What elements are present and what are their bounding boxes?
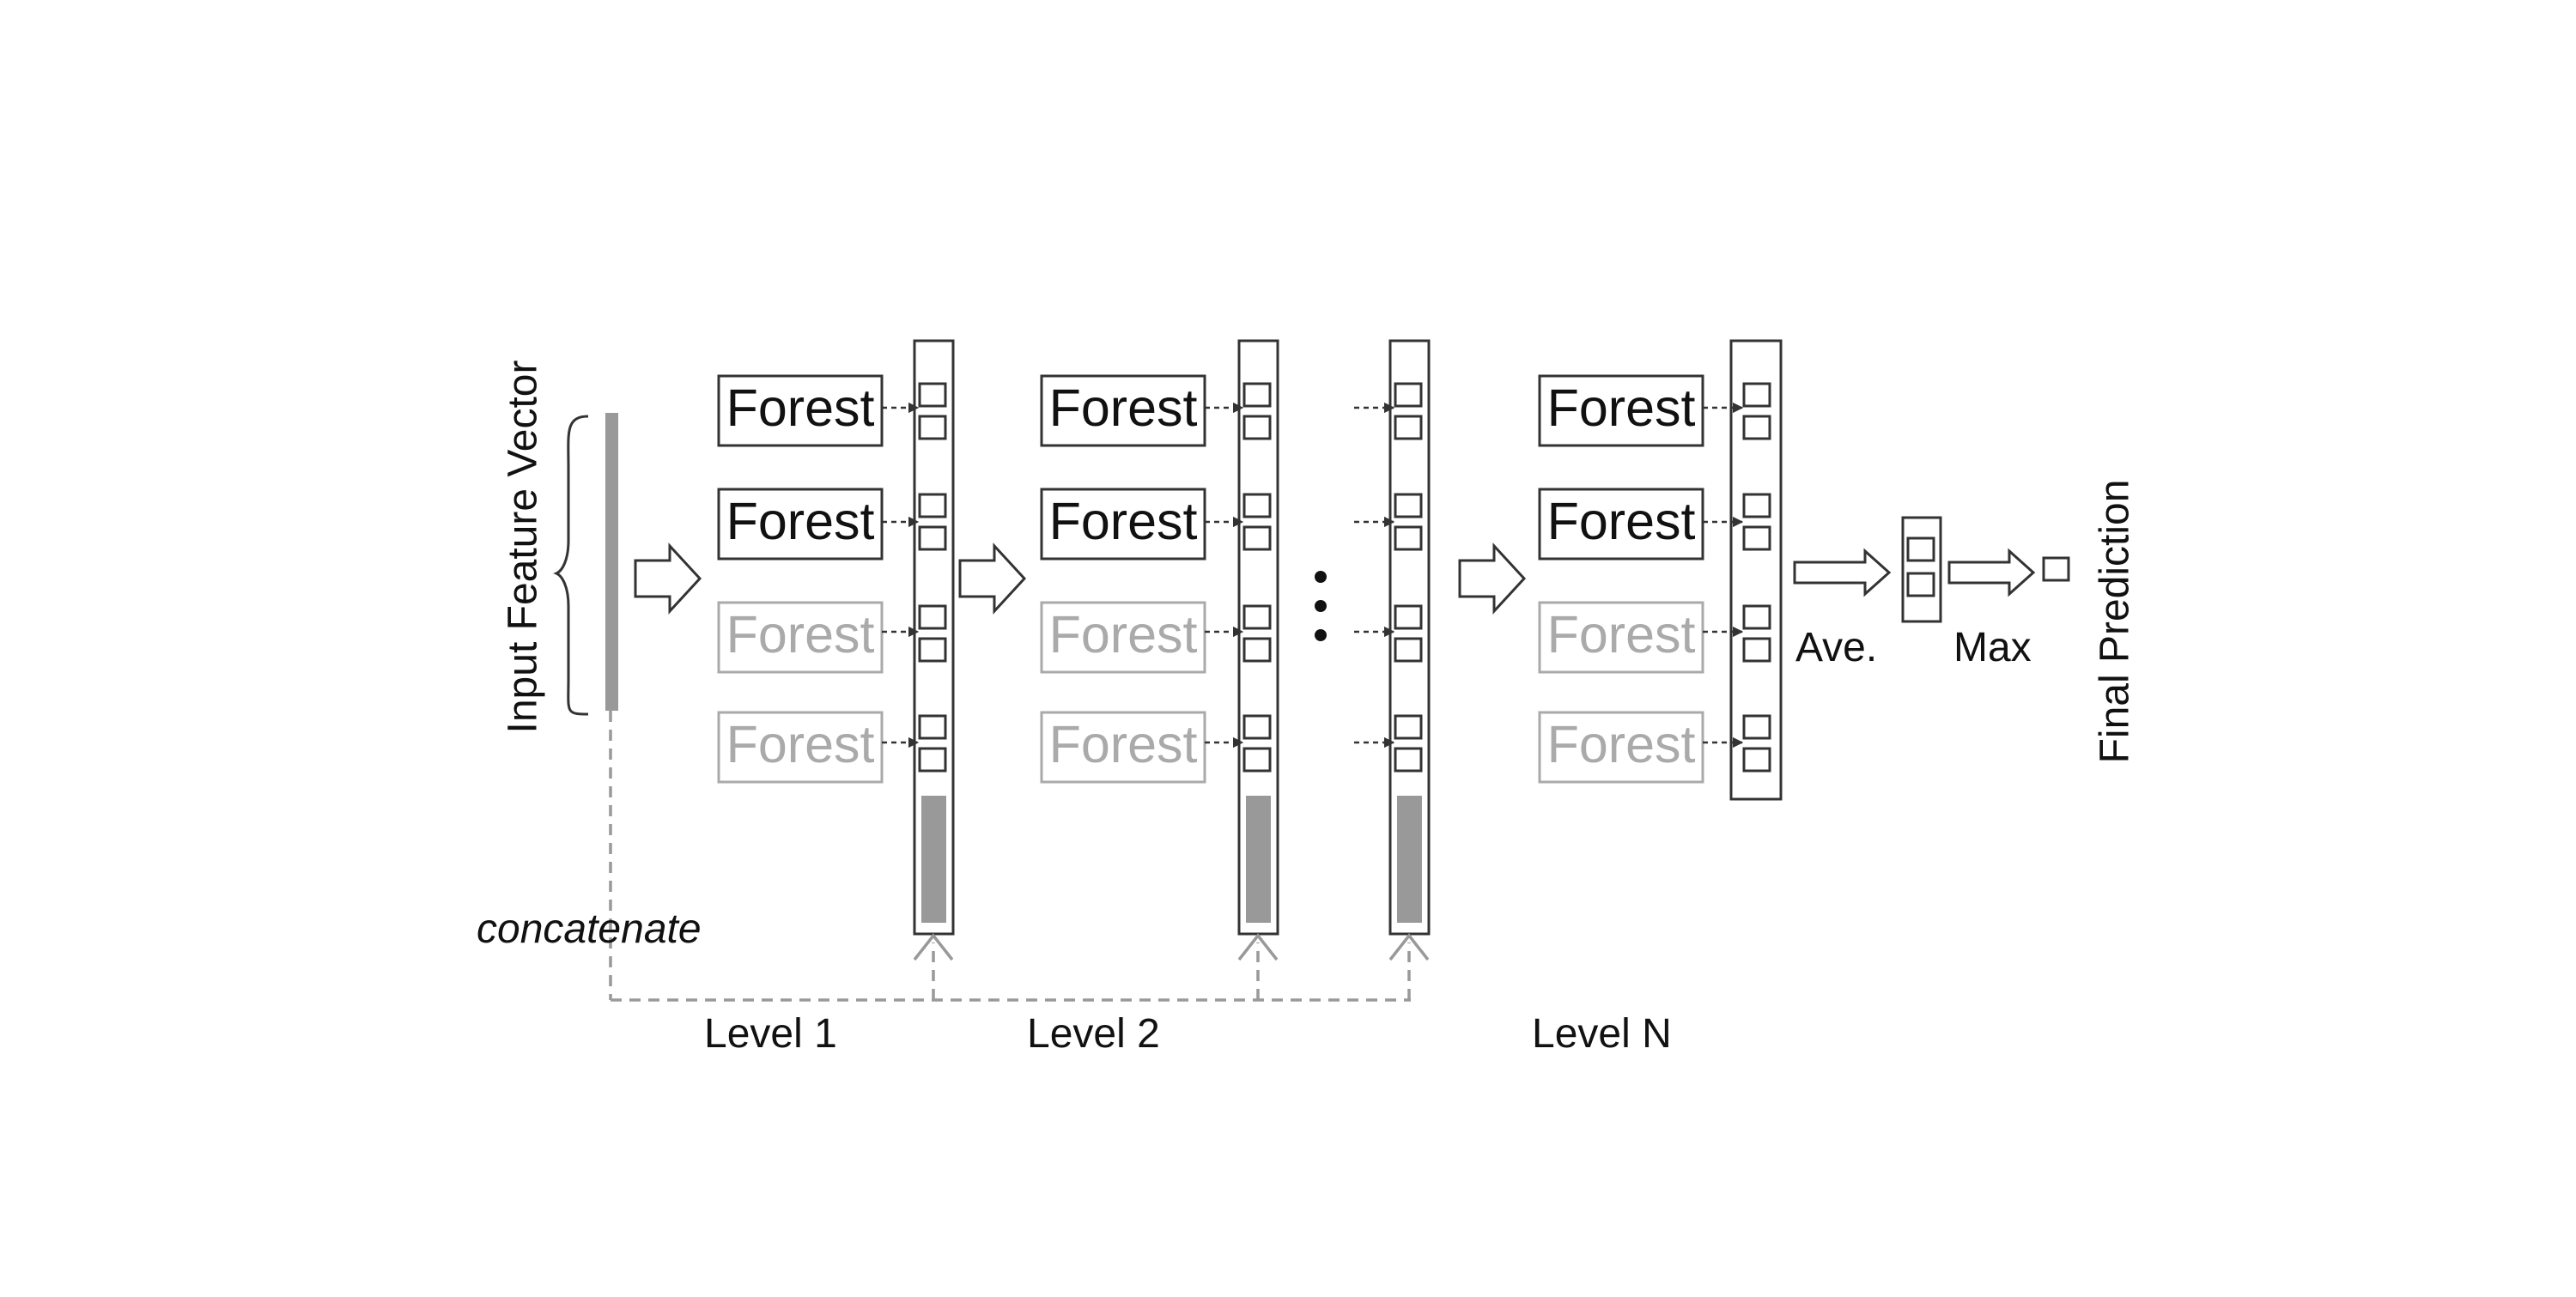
forest-box-faded xyxy=(1040,601,1206,674)
class-vector-cell xyxy=(1242,525,1272,551)
class-vector-cell xyxy=(1742,637,1771,663)
block-arrow-icon xyxy=(1947,548,2036,597)
block-arrow-icon xyxy=(1793,548,1892,597)
class-vector-cell xyxy=(1242,714,1272,740)
forest-label-faded: Forest xyxy=(1049,605,1198,664)
class-vector-cell xyxy=(1394,747,1423,773)
class-vector-cell xyxy=(918,604,947,630)
class-vector-cell xyxy=(1394,415,1423,440)
forest-box-faded xyxy=(1040,711,1206,784)
class-vector-cell xyxy=(918,747,947,773)
concatenate-label: concatenate xyxy=(477,906,702,952)
class-vector-cell xyxy=(1906,572,1935,597)
forest-box xyxy=(717,374,884,447)
class-vector-cell xyxy=(918,415,947,440)
class-vector-cell xyxy=(1242,382,1272,408)
class-vector-cell xyxy=(1394,525,1423,551)
level-2-label: Level 2 xyxy=(1027,1011,1160,1057)
ellipsis-dot xyxy=(1315,629,1327,641)
level-1-output-vector xyxy=(913,339,955,936)
block-arrow-icon xyxy=(1458,542,1527,615)
level-n-minus-1-output-vector xyxy=(1388,339,1431,936)
chevron-up-icon xyxy=(1237,933,1279,961)
level-n-label: Level N xyxy=(1532,1011,1672,1057)
class-vector-cell xyxy=(918,637,947,663)
class-vector-cell xyxy=(1742,747,1771,773)
chevron-up-icon xyxy=(913,933,954,961)
class-vector-cell xyxy=(1742,525,1771,551)
forest-box-faded xyxy=(717,601,884,674)
class-vector-cell xyxy=(1742,604,1771,630)
ellipsis-dot xyxy=(1315,571,1327,583)
forest-box-faded xyxy=(717,711,884,784)
block-arrow-icon xyxy=(958,542,1027,615)
concatenated-feature-bar xyxy=(1397,796,1422,923)
class-vector-cell xyxy=(1394,714,1423,740)
chevron-up-icon xyxy=(1388,933,1430,961)
class-vector-cell xyxy=(1242,604,1272,630)
forest-box xyxy=(717,488,884,561)
class-vector-cell xyxy=(1394,637,1423,663)
forest-label: Forest xyxy=(1547,379,1696,437)
class-vector-cell xyxy=(1242,637,1272,663)
class-vector-cell xyxy=(1742,382,1771,408)
level-2-forests: Forest Forest Forest Forest xyxy=(1040,374,1206,784)
forest-output-arrows xyxy=(882,402,1744,749)
forest-box xyxy=(1538,488,1704,561)
concatenate-paths xyxy=(609,711,1411,1002)
forest-label-faded: Forest xyxy=(1049,715,1198,773)
class-vector-cell xyxy=(1242,747,1272,773)
concatenated-feature-bar xyxy=(1246,796,1271,923)
max-label: Max xyxy=(1953,625,2032,670)
class-vector-cell xyxy=(1394,604,1423,630)
ave-label: Ave. xyxy=(1795,625,1877,670)
forest-label: Forest xyxy=(1547,492,1696,550)
forest-label: Forest xyxy=(1049,492,1198,550)
averaged-vector-frame xyxy=(1901,516,1942,623)
class-vector-cell xyxy=(1742,415,1771,440)
input-brace xyxy=(553,415,589,716)
forest-box xyxy=(1538,374,1704,447)
class-vector-cell xyxy=(1742,714,1771,740)
final-prediction-label: Final Prediction xyxy=(2093,480,2138,764)
final-prediction-cell xyxy=(2042,556,2070,582)
forest-label: Forest xyxy=(726,492,875,550)
forest-label: Forest xyxy=(1049,379,1198,437)
block-arrow-icon xyxy=(634,542,702,615)
forest-box xyxy=(1040,374,1206,447)
forest-label-faded: Forest xyxy=(1547,605,1696,664)
forest-label-faded: Forest xyxy=(726,715,875,773)
forest-box-faded xyxy=(1538,601,1704,674)
class-vector-cell xyxy=(918,525,947,551)
level-n-output-vector xyxy=(1729,339,1783,801)
class-vector-cell xyxy=(918,493,947,518)
class-vector-cell xyxy=(1242,493,1272,518)
class-vector-cell xyxy=(1242,415,1272,440)
class-vector-cell xyxy=(1906,536,1935,562)
class-vector-cell xyxy=(1394,493,1423,518)
class-vector-cell xyxy=(918,382,947,408)
concat-arrowheads xyxy=(913,933,1430,961)
class-vector-cell xyxy=(1394,382,1423,408)
forest-box xyxy=(1040,488,1206,561)
input-feature-bar xyxy=(605,413,618,711)
forest-label: Forest xyxy=(726,379,875,437)
forest-label-faded: Forest xyxy=(726,605,875,664)
level-1-forests: Forest Forest Forest Forest xyxy=(717,374,884,784)
level-n-forests: Forest Forest Forest Forest xyxy=(1538,374,1704,784)
ellipsis-dot xyxy=(1315,600,1327,612)
level-2-output-vector xyxy=(1237,339,1279,936)
level-1-label: Level 1 xyxy=(704,1011,837,1057)
concatenated-feature-bar xyxy=(921,796,946,923)
block-arrows xyxy=(634,542,2036,615)
forest-label-faded: Forest xyxy=(1547,715,1696,773)
input-feature-vector-label: Input Feature Vector xyxy=(501,361,546,734)
class-vector-cell xyxy=(1742,493,1771,518)
class-vector-cell xyxy=(918,714,947,740)
forest-box-faded xyxy=(1538,711,1704,784)
ellipsis-dots-icon xyxy=(1315,571,1327,641)
